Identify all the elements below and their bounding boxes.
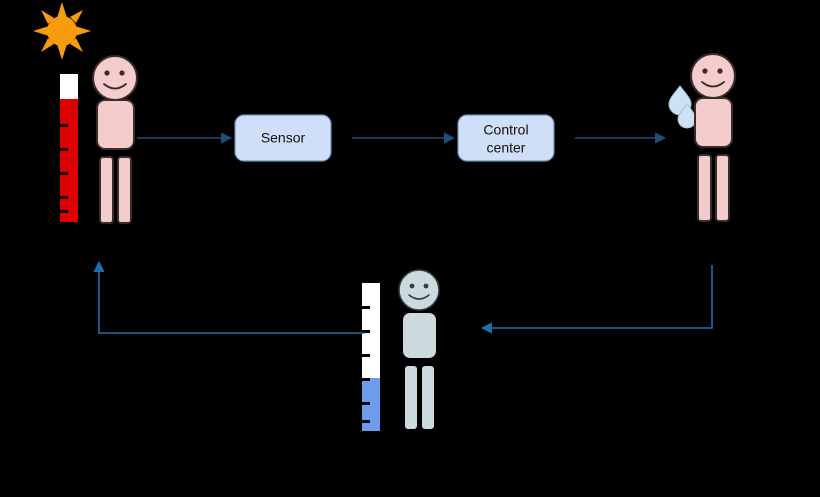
node-sensor[interactable]: Sensor (234, 114, 332, 162)
arrow-response-to-cooled (480, 265, 713, 334)
control-center-label-line1: Control (483, 122, 528, 138)
figure-hot-person (92, 55, 138, 224)
node-control-center[interactable]: Control center (457, 114, 555, 162)
cool-thermometer (362, 283, 380, 431)
sun-icon (33, 2, 91, 60)
control-center-box[interactable] (457, 114, 555, 162)
control-center-label-line2: center (487, 140, 526, 156)
figure-sweating-person (668, 53, 736, 222)
sweat-drop-icon (668, 85, 697, 129)
arrow-cooled-to-stimulus (93, 260, 365, 334)
sensor-box[interactable] (234, 114, 332, 162)
sensor-label: Sensor (261, 130, 306, 146)
hot-thermometer (60, 74, 78, 222)
figure-cooled-person (398, 269, 440, 429)
